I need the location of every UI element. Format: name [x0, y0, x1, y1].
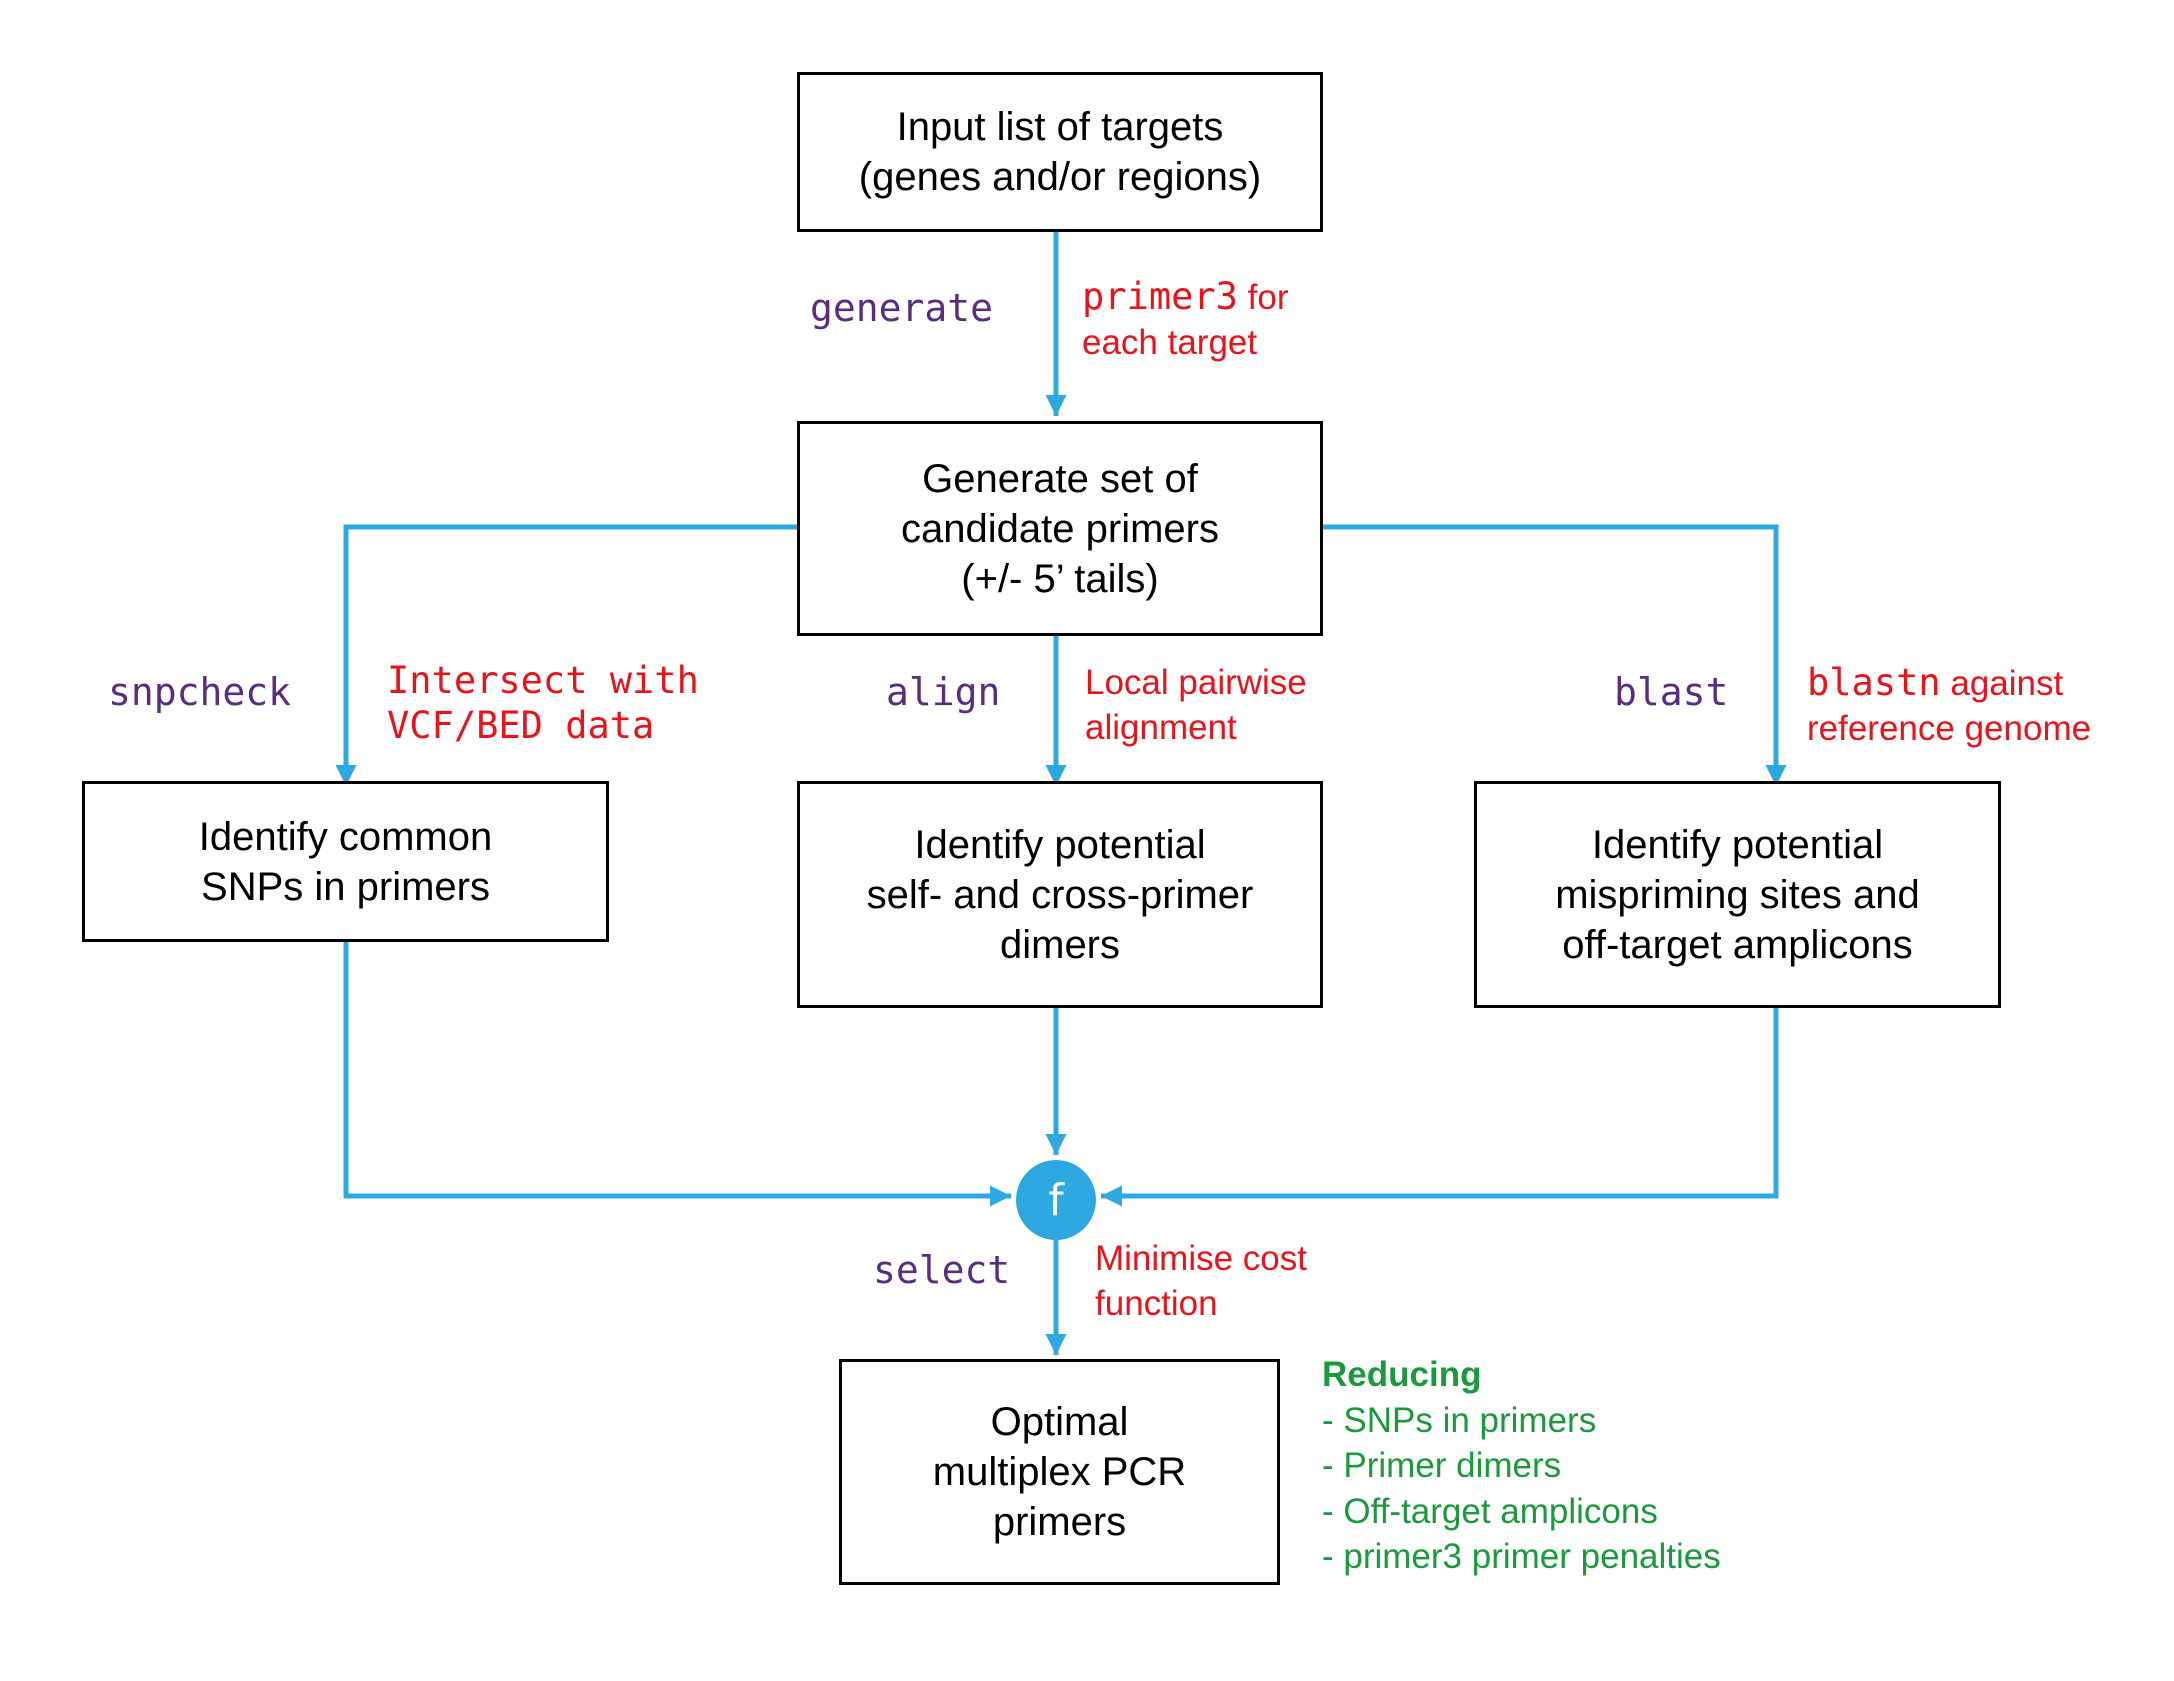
reducing-item: - Primer dimers	[1322, 1446, 1562, 1485]
note-line-2: reference genome	[1807, 709, 2092, 748]
note-line-2: function	[1095, 1284, 1218, 1323]
box-line: Generate set of	[922, 456, 1198, 501]
note-line-1: primer3 for	[1082, 274, 1289, 320]
note-line-1: Intersect with	[387, 659, 699, 702]
box-line: mispriming sites and	[1555, 872, 1920, 917]
arrow-generate-to-mispriming	[1323, 524, 1787, 786]
box-line: Identify potential	[1591, 822, 1884, 867]
select-note: Minimise cost function	[1095, 1236, 1307, 1326]
note-text: for	[1237, 278, 1289, 317]
snpcheck-note: Intersect with VCF/BED data	[387, 658, 699, 748]
arrow-mispriming-to-function	[1101, 1008, 1779, 1207]
generate-command: generate	[810, 286, 994, 330]
blast-command: blast	[1614, 670, 1729, 714]
note-line-1: Local pairwise	[1085, 663, 1307, 702]
tool-name: primer3	[1082, 275, 1238, 318]
box-line: Optimal	[990, 1400, 1129, 1444]
identify-mispriming-box: Identify potential mispriming sites and …	[1474, 781, 2001, 1008]
arrow-snp-to-function	[343, 942, 1011, 1207]
arrow-generate-to-snp	[335, 524, 797, 786]
note-line-2: each target	[1082, 323, 1258, 362]
box-line: (genes and/or regions)	[858, 155, 1262, 199]
align-note: Local pairwise alignment	[1085, 660, 1307, 750]
generate-candidates-box: Generate set of candidate primers (+/- 5…	[797, 421, 1323, 636]
align-command: align	[886, 670, 1001, 714]
box-line: SNPs in primers	[201, 864, 490, 909]
box-line: off-target amplicons	[1562, 922, 1913, 967]
box-line: candidate primers	[901, 506, 1219, 551]
box-line: dimers	[999, 922, 1121, 967]
box-line: (+/- 5’ tails)	[961, 556, 1159, 601]
box-line: primers	[992, 1500, 1127, 1544]
box-line: multiplex PCR	[932, 1450, 1187, 1494]
note-line-1: blastn against	[1807, 660, 2091, 706]
cost-function-node: f	[1016, 1160, 1096, 1240]
identify-dimers-box: Identify potential self- and cross-prime…	[797, 781, 1323, 1008]
select-command: select	[873, 1248, 1011, 1292]
reducing-item: - Off-target amplicons	[1322, 1491, 1658, 1531]
note-line-2: alignment	[1085, 708, 1237, 747]
reducing-item: - primer3 primer penalties	[1322, 1537, 1721, 1576]
snpcheck-command: snpcheck	[108, 670, 292, 714]
blast-note: blastn against reference genome	[1807, 660, 2091, 751]
optimal-primers-box: Optimal multiplex PCR primers	[839, 1359, 1280, 1585]
generate-note: primer3 for each target	[1082, 274, 1289, 365]
box-line: Identify potential	[914, 822, 1206, 867]
box-line: Identify common	[198, 814, 493, 859]
reducing-item: - SNPs in primers	[1322, 1400, 1597, 1440]
tool-name: blastn	[1807, 661, 1941, 704]
reducing-list: Reducing - SNPs in primers - Primer dime…	[1322, 1352, 1721, 1580]
input-targets-box: Input list of targets (genes and/or regi…	[797, 72, 1323, 232]
box-line: self- and cross-primer	[866, 872, 1254, 917]
box-line: Input list of targets	[896, 105, 1224, 149]
note-line-1: Minimise cost	[1095, 1239, 1307, 1278]
reducing-title: Reducing	[1322, 1355, 1482, 1394]
identify-snps-box: Identify common SNPs in primers	[82, 781, 609, 942]
note-line-2: VCF/BED data	[387, 704, 655, 747]
note-text: against	[1940, 664, 2064, 703]
